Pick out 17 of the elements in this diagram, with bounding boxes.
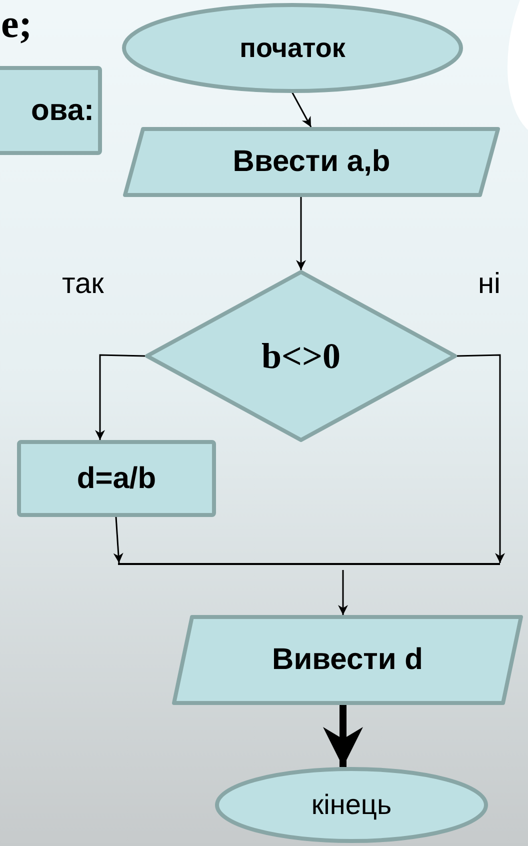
node-label: b<>0 bbox=[261, 335, 341, 377]
edge-label: ні bbox=[478, 268, 500, 301]
arrow bbox=[323, 705, 363, 767]
arrow bbox=[291, 92, 312, 128]
node-label: кінець bbox=[311, 789, 392, 821]
node-label: Ввести a,b bbox=[232, 145, 390, 179]
node-label: d=a/b bbox=[76, 462, 156, 496]
heading-fragment: е; bbox=[1, 2, 32, 46]
arrow bbox=[95, 354, 146, 440]
arrow bbox=[338, 570, 348, 615]
arrow bbox=[296, 197, 306, 270]
node-label: початок bbox=[240, 32, 346, 64]
edge-label: так bbox=[62, 268, 104, 301]
arrow bbox=[456, 354, 505, 563]
arrow bbox=[113, 516, 124, 564]
node-label: ова: bbox=[30, 94, 94, 128]
node-label: Вивести d bbox=[272, 643, 423, 677]
